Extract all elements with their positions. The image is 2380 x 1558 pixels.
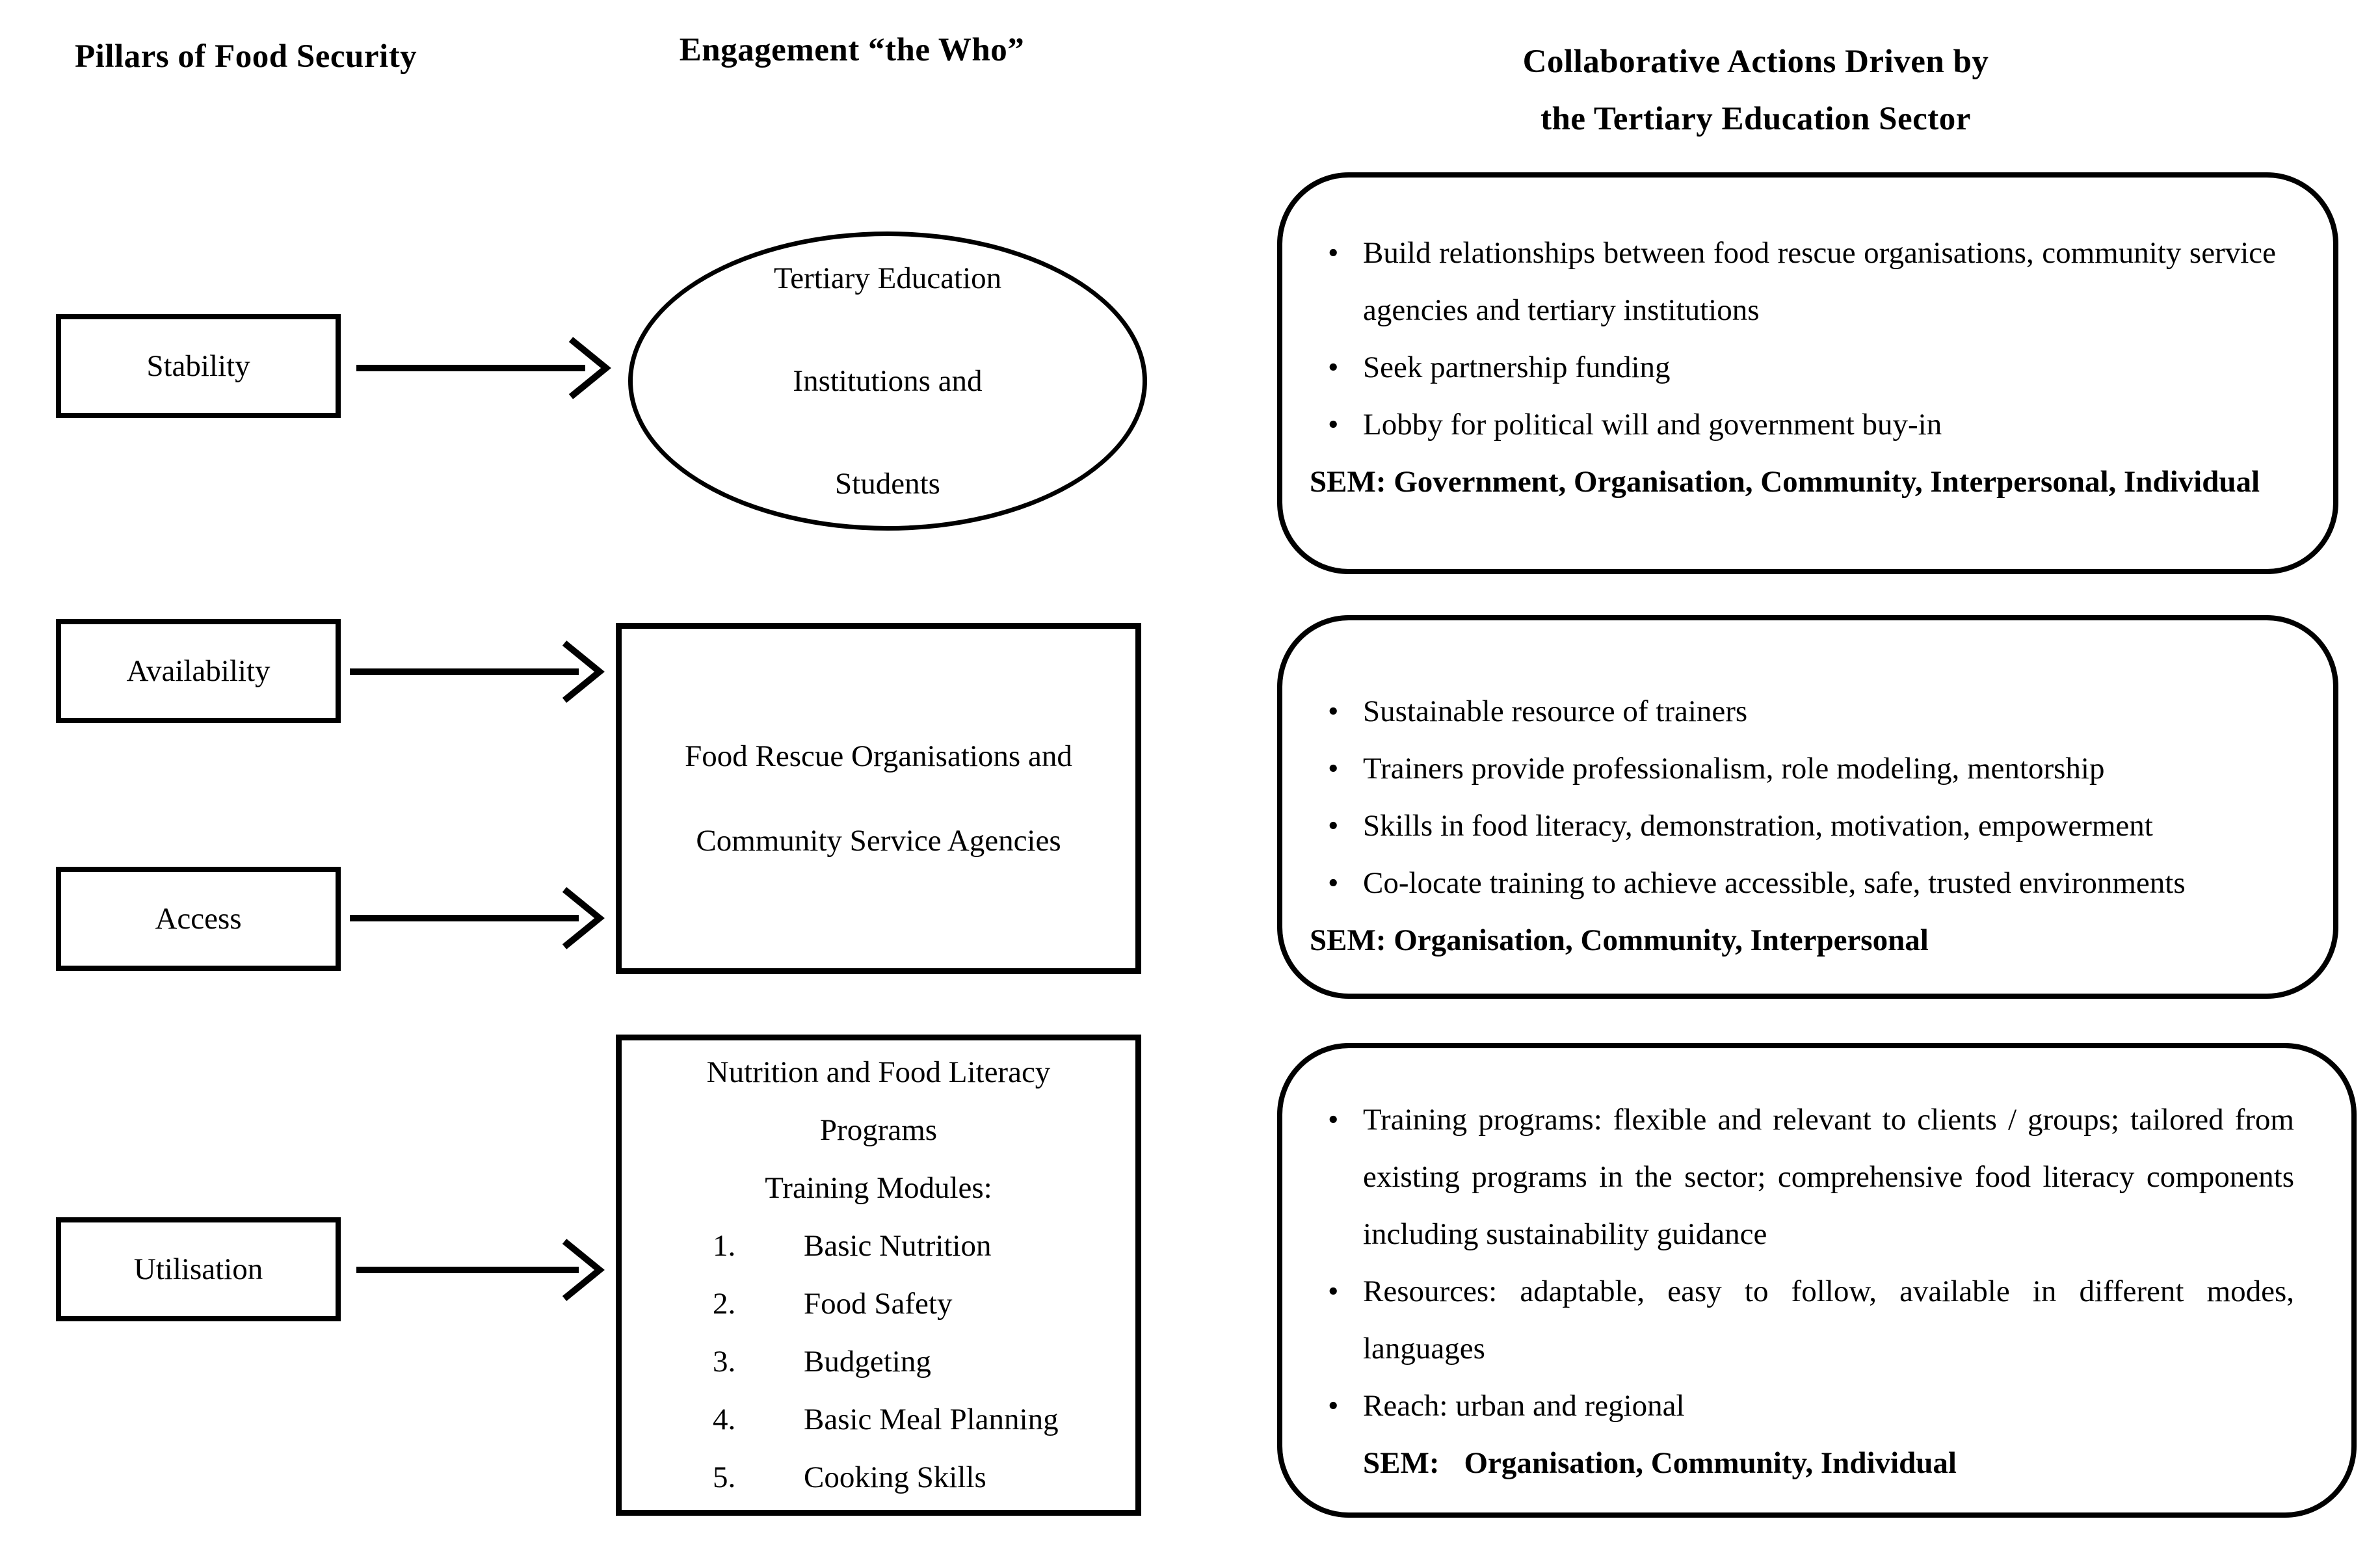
action-box-utilisation: Training programs: flexible and relevant… bbox=[1277, 1043, 2357, 1518]
bullet-item: Reach: urban and regional bbox=[1310, 1377, 2294, 1434]
arrow-availability-to-who-box bbox=[350, 640, 605, 703]
pillar-box-stability: Stability bbox=[56, 314, 341, 418]
column-header-actions: Collaborative Actions Driven by the Tert… bbox=[1444, 34, 2068, 148]
who-box-line-2: Community Service Agencies bbox=[696, 824, 1061, 858]
engagement-box-food-rescue: Food Rescue Organisations and Community … bbox=[616, 623, 1141, 974]
training-module-item: Basic Nutrition bbox=[713, 1217, 992, 1275]
column-header-pillars: Pillars of Food Security bbox=[75, 38, 417, 75]
arrow-access-to-who-box bbox=[350, 887, 605, 949]
bullet-item: Build relationships between food rescue … bbox=[1310, 224, 2276, 339]
action-box-3-bullets: Training programs: flexible and relevant… bbox=[1310, 1091, 2294, 1434]
action-box-2-bullets: Sustainable resource of trainers Trainer… bbox=[1310, 683, 2276, 912]
training-module-item: Basic Meal Planning bbox=[713, 1391, 1059, 1449]
sem-label: SEM: bbox=[1310, 923, 1386, 957]
column-header-actions-line2: the Tertiary Education Sector bbox=[1540, 100, 1971, 137]
programs-title-line-2: Programs bbox=[819, 1113, 938, 1147]
pillar-label-access: Access bbox=[155, 902, 242, 936]
programs-title-line-3: Training Modules: bbox=[765, 1171, 992, 1205]
sem-text: Organisation, Community, Individual bbox=[1464, 1446, 1957, 1480]
bullet-item: Trainers provide professionalism, role m… bbox=[1310, 740, 2276, 797]
engagement-box-nutrition-programs: Nutrition and Food Literacy Programs Tra… bbox=[616, 1035, 1141, 1516]
training-module-item: Budgeting bbox=[713, 1333, 931, 1391]
column-header-engagement: Engagement “the Who” bbox=[679, 32, 1025, 68]
arrow-stability-to-ellipse bbox=[356, 337, 611, 399]
column-header-actions-line1: Collaborative Actions Driven by bbox=[1522, 44, 1989, 80]
training-module-item: Cooking Skills bbox=[713, 1449, 986, 1507]
pillar-label-stability: Stability bbox=[146, 349, 250, 383]
bullet-item: Resources: adaptable, easy to follow, av… bbox=[1310, 1263, 2294, 1377]
ellipse-line-1: Tertiary Education bbox=[773, 261, 1002, 295]
bullet-item: Training programs: flexible and relevant… bbox=[1310, 1091, 2294, 1263]
pillar-label-availability: Availability bbox=[126, 654, 271, 688]
bullet-item: Sustainable resource of trainers bbox=[1310, 683, 2276, 740]
engagement-ellipse-tertiary-education: Tertiary Education Institutions and Stud… bbox=[628, 231, 1147, 531]
action-box-1-bullets: Build relationships between food rescue … bbox=[1310, 224, 2276, 453]
arrow-utilisation-to-programs-box bbox=[356, 1239, 605, 1301]
programs-title-line-1: Nutrition and Food Literacy bbox=[706, 1055, 1051, 1089]
pillar-label-utilisation: Utilisation bbox=[133, 1252, 263, 1286]
pillar-box-access: Access bbox=[56, 867, 341, 971]
sem-text: Organisation, Community, Interpersonal bbox=[1394, 923, 1929, 957]
sem-line-2: SEM: Organisation, Community, Interperso… bbox=[1310, 912, 2276, 969]
sem-text: Government, Organisation, Community, Int… bbox=[1394, 465, 2260, 499]
ellipse-line-3: Students bbox=[835, 467, 940, 501]
bullet-item: Seek partnership funding bbox=[1310, 339, 2276, 396]
bullet-item: Lobby for political will and government … bbox=[1310, 396, 2276, 453]
ellipse-line-2: Institutions and bbox=[793, 364, 983, 398]
pillar-box-availability: Availability bbox=[56, 619, 341, 723]
action-box-stability: Build relationships between food rescue … bbox=[1277, 172, 2338, 574]
bullet-item: Co-locate training to achieve accessible… bbox=[1310, 854, 2276, 912]
sem-label: SEM: bbox=[1310, 465, 1386, 499]
action-box-availability-access: Sustainable resource of trainers Trainer… bbox=[1277, 615, 2338, 999]
who-box-line-1: Food Rescue Organisations and bbox=[685, 739, 1072, 773]
training-module-item: Food Safety bbox=[713, 1275, 953, 1333]
sem-line-3: SEM: Organisation, Community, Individual bbox=[1310, 1434, 2294, 1492]
sem-label: SEM: bbox=[1363, 1446, 1440, 1480]
sem-line-1: SEM: Government, Organisation, Community… bbox=[1310, 453, 2276, 510]
pillar-box-utilisation: Utilisation bbox=[56, 1217, 341, 1321]
bullet-item: Skills in food literacy, demonstration, … bbox=[1310, 797, 2276, 854]
training-modules-list: Basic Nutrition Food Safety Budgeting Ba… bbox=[622, 1217, 1059, 1507]
